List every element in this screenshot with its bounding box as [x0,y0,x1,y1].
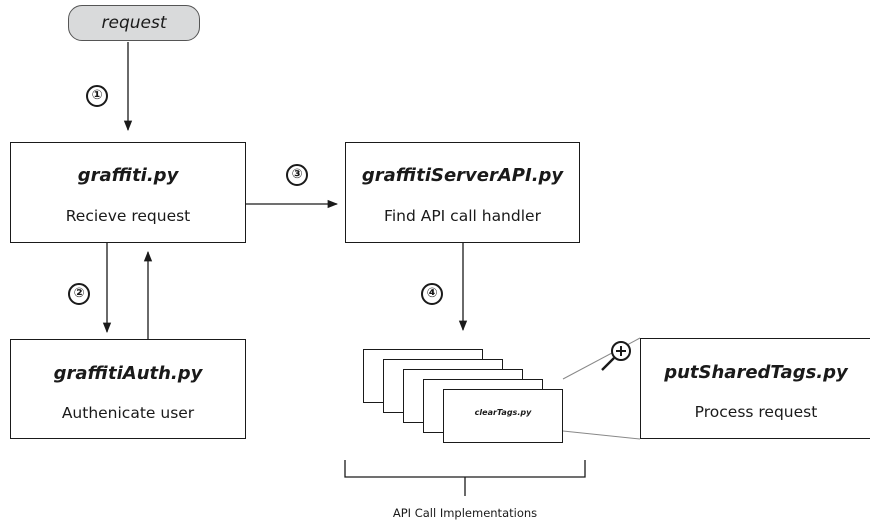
step-2-marker: ② [68,283,90,305]
api-impl-card-front: clearTags.py [443,389,563,443]
auth-node: graffitiAuth.py Authenicate user [10,339,246,439]
zoom-line-bottom [562,430,641,440]
request-start-node: request [68,5,200,41]
stack-bracket [344,460,586,478]
graffiti-node: graffiti.py Recieve request [10,142,246,243]
zoom-line-top [562,337,641,380]
auth-title: graffitiAuth.py [53,363,203,384]
server-api-node: graffitiServerAPI.py Find API call handl… [345,142,580,243]
graffiti-subtitle: Recieve request [65,207,191,225]
server-api-subtitle: Find API call handler [384,207,541,225]
step-3-marker: ③ [286,164,308,186]
put-shared-tags-subtitle: Process request [694,403,818,421]
server-api-title: graffitiServerAPI.py [361,165,564,186]
clear-tags-label: clearTags.py [474,408,532,417]
auth-subtitle: Authenicate user [61,404,195,422]
put-shared-tags-node: putSharedTags.py Process request [640,338,870,439]
graffiti-title: graffiti.py [77,165,179,186]
zoom-in-icon [601,341,631,371]
step-1-marker: ① [86,85,108,107]
put-shared-tags-title: putSharedTags.py [664,362,848,383]
request-label: request [101,13,167,33]
api-implementations-caption: API Call Implementations [392,506,538,520]
step-4-marker: ④ [421,283,443,305]
